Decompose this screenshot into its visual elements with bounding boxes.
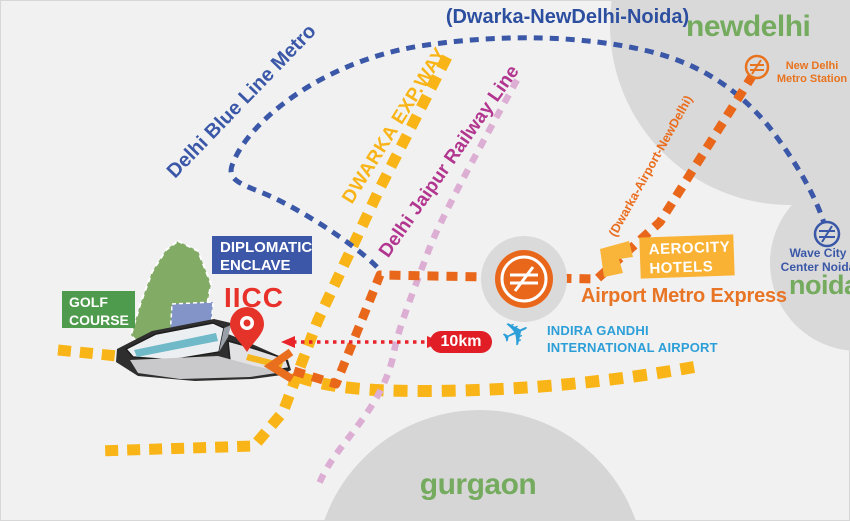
region-label-newdelhi: newdelhi (686, 10, 811, 43)
wave-city-station-label: Wave City Center Noida (780, 246, 850, 275)
region-circle-gurgaon (324, 410, 636, 521)
aerocity-hotels-box: AEROCITY HOTELS (639, 234, 735, 279)
region-label-gurgaon: gurgaon (419, 468, 537, 501)
road-south (296, 361, 696, 398)
airport-label: INDIRA GANDHI INTERNATIONAL AIRPORT (547, 323, 718, 355)
distance-badge: 10km (430, 331, 492, 353)
diplomatic-enclave-box: DIPLOMATIC ENCLAVE (212, 236, 312, 274)
airport-metro-express-label: Airport Metro Express (581, 285, 787, 307)
iicc-building-illustration (116, 319, 291, 381)
metro-hub-icon (481, 236, 567, 322)
region-circle-noida (770, 175, 850, 351)
region-label-noida: noida (789, 270, 850, 300)
wave-city-metro-icon (813, 220, 841, 248)
delhi-jaipur-railway-line (315, 78, 520, 486)
iicc-label: IICC (224, 282, 284, 313)
express-line-arrowhead (263, 348, 295, 383)
aerocity-marker-shape (600, 241, 633, 277)
building-glass-band (134, 333, 218, 357)
blue-line-route-label: (Dwarka-NewDelhi-Noida) (445, 6, 690, 28)
new-delhi-metro-icon (744, 54, 770, 80)
road-west (57, 344, 128, 363)
location-pin-icon (230, 307, 264, 352)
building-apron (130, 356, 283, 379)
golf-course-box: GOLF COURSE (62, 291, 135, 328)
building-side-facet (219, 325, 231, 352)
dwarka-expressway-line (96, 54, 452, 457)
new-delhi-station-label: New Delhi Metro Station (776, 60, 848, 86)
